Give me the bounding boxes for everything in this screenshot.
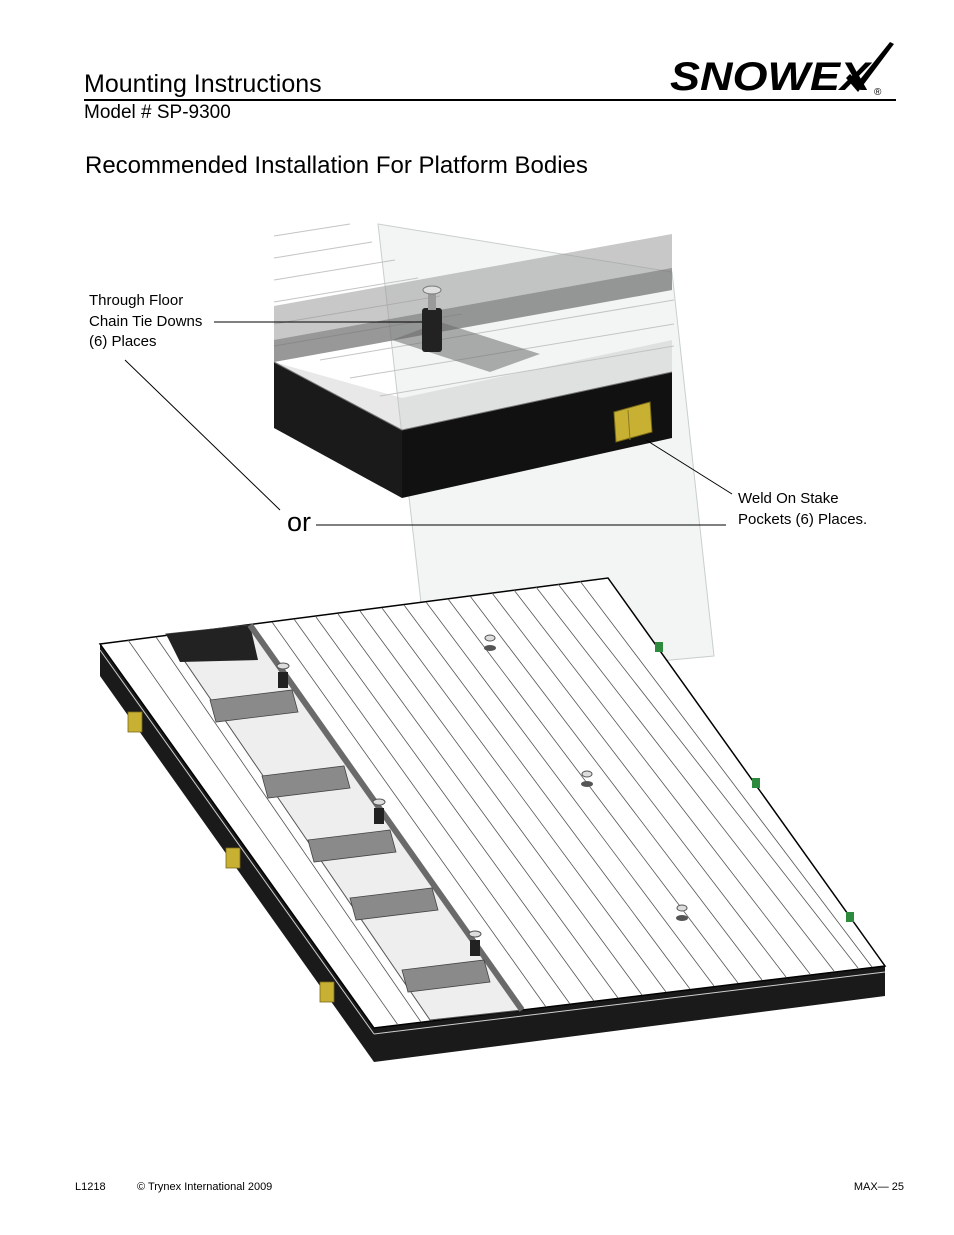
deck-side-brackets: [655, 642, 854, 922]
header-rule: [84, 99, 896, 101]
deck-stake-pockets: [127, 711, 335, 1003]
callout-line: Weld On Stake: [738, 490, 839, 507]
deck-side-face: [374, 966, 885, 1062]
stake-pocket-detail: [613, 401, 653, 443]
detail-body-front: [274, 362, 402, 498]
document-title: Mounting Instructions: [84, 70, 322, 98]
detail-view: [273, 223, 675, 498]
chain-tie-down-detail: [422, 285, 442, 352]
callout-line: (6) Places: [89, 333, 157, 350]
logo-registered-mark: ®: [874, 87, 882, 98]
section-title: Recommended Installation For Platform Bo…: [85, 152, 588, 179]
detail-body-side: [402, 372, 672, 498]
snowex-logo: SNOWEX ®: [670, 42, 894, 99]
callout-stake-pockets: Weld On Stake Pockets (6) Places.: [738, 489, 867, 530]
cross-members: [209, 689, 491, 993]
platform-deck: [98, 577, 887, 1062]
footer-doc-code: L1218: [75, 1181, 106, 1193]
callout-lines: [124, 321, 733, 526]
callout-line: Chain Tie Downs: [89, 312, 203, 330]
footer-copyright: © Trynex International 2009: [137, 1181, 273, 1193]
logo-wordmark: SNOWEX: [670, 55, 873, 99]
callout-chain-tie-downs: Through Floor Chain Tie Downs (6) Places: [89, 291, 202, 353]
callout-line: Pockets (6) Places.: [738, 510, 868, 528]
or-label: or: [287, 507, 312, 537]
model-number: Model # SP-9300: [84, 102, 231, 123]
callout-line: Through Floor: [89, 292, 184, 309]
footer-page-number: MAX— 25: [853, 1181, 904, 1193]
deck-tie-downs: [276, 634, 688, 956]
platform-body-diagram: [98, 223, 887, 1062]
